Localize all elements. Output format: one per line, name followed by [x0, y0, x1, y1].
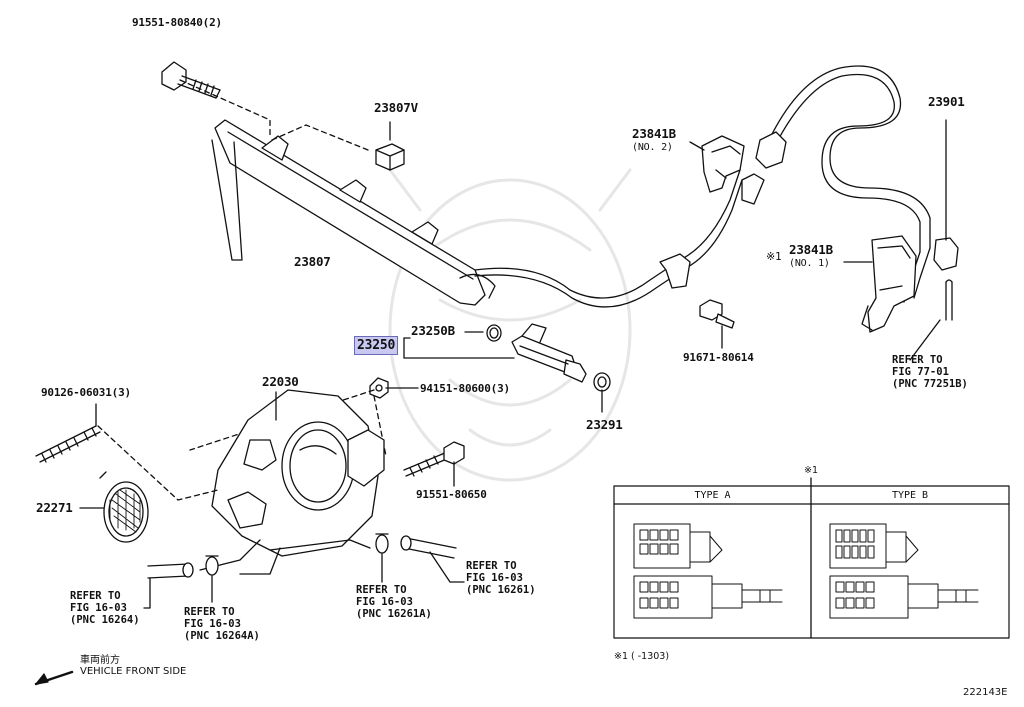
leader-23250: [403, 337, 515, 359]
part-label-22030[interactable]: 22030: [262, 374, 299, 389]
inset-note-mark: ※1: [804, 465, 819, 476]
stud-90126-06031[interactable]: [35, 425, 101, 463]
clamp-23841b-no2[interactable]: [701, 135, 745, 193]
refer-fig-16-03-16264[interactable]: REFER TO FIG 16-03 (PNC 16264): [70, 590, 140, 626]
watermark-emblem: [388, 168, 632, 482]
part-label-91671-80614[interactable]: 91671-80614: [683, 351, 754, 364]
refer-line: REFER TO: [356, 584, 407, 596]
inset-type-a-header: TYPE A: [694, 490, 731, 501]
diagram-code: 222143E: [963, 687, 1008, 698]
connector-type-inset: [613, 477, 1010, 639]
part-label-90126-06031[interactable]: 90126-06031(3): [41, 386, 131, 399]
refer-line: FIG 16-03: [184, 618, 241, 630]
refer-fig-16-03-16261a[interactable]: REFER TO FIG 16-03 (PNC 16261A): [356, 584, 432, 620]
clamp-16264a[interactable]: [205, 555, 219, 576]
refer-fig-16-03-16261[interactable]: REFER TO FIG 16-03 (PNC 16261): [466, 560, 536, 596]
connector-type-a-illustration: [633, 523, 783, 619]
refer-line: FIG 16-03: [466, 572, 523, 584]
part-label-23291[interactable]: 23291: [586, 417, 623, 432]
part-label-23841b-no2[interactable]: 23841B: [632, 126, 676, 141]
hose-16264[interactable]: [147, 562, 194, 579]
refer-line: (PNC 16261): [466, 584, 536, 596]
refer-line: REFER TO: [892, 354, 943, 366]
part-label-23807[interactable]: 23807: [294, 254, 331, 269]
part-sublabel-no1: (NO. 1): [789, 258, 830, 269]
note-mark-1: ※1: [766, 250, 782, 263]
leader-91551-80840: [179, 79, 271, 139]
part-label-94151-80600[interactable]: 94151-80600(3): [420, 382, 510, 395]
part-label-91551-80650[interactable]: 91551-80650: [416, 488, 487, 501]
o-ring-23250b[interactable]: [486, 324, 502, 342]
leader-23841b-no2: [689, 141, 705, 151]
refer-line: FIG 77-01: [892, 366, 949, 378]
inset-type-b-header: TYPE B: [891, 490, 929, 501]
connector-type-b-illustration: [829, 523, 979, 619]
hose-16261[interactable]: [400, 535, 457, 559]
bolt-91671-80614[interactable]: [699, 299, 735, 329]
insulator-23291[interactable]: [593, 372, 611, 392]
throttle-body-22030[interactable]: [199, 389, 385, 575]
vehicle-front-en-label: VEHICLE FRONT SIDE: [80, 666, 187, 677]
fuel-pipe-23901[interactable]: [474, 65, 959, 321]
leader-23807v: [271, 124, 369, 151]
part-label-22271[interactable]: 22271: [36, 500, 73, 515]
refer-line: (PNC 77251B): [892, 378, 968, 390]
refer-line: (PNC 16264A): [184, 630, 260, 642]
gasket-22271[interactable]: [99, 471, 149, 543]
leader-ref-16264: [143, 577, 151, 609]
leader-ref-16261: [429, 551, 465, 583]
part-sublabel-no2: (NO. 2): [632, 142, 673, 153]
part-label-91551-80840[interactable]: 91551-80840(2): [132, 16, 222, 29]
bolt-91551-80840[interactable]: [161, 61, 221, 99]
clamp-23841b-no1[interactable]: [861, 235, 917, 333]
part-label-23901[interactable]: 23901: [928, 94, 965, 109]
leader-ref-77-01: [909, 319, 941, 361]
refer-line: (PNC 16261A): [356, 608, 432, 620]
part-label-23250-highlighted[interactable]: 23250: [354, 336, 399, 355]
fuel-injector-23250[interactable]: [511, 323, 587, 383]
part-label-23807v[interactable]: 23807V: [374, 100, 418, 115]
refer-line: REFER TO: [184, 606, 235, 618]
insulator-23807v[interactable]: [375, 143, 405, 171]
refer-line: FIG 16-03: [356, 596, 413, 608]
refer-fig-16-03-16264a[interactable]: REFER TO FIG 16-03 (PNC 16264A): [184, 606, 260, 642]
inset-footnote: ※1 ( -1303): [614, 651, 670, 662]
refer-line: FIG 16-03: [70, 602, 127, 614]
dash-94151-80600: [189, 389, 387, 457]
refer-line: (PNC 16264): [70, 614, 140, 626]
refer-line: REFER TO: [466, 560, 517, 572]
refer-fig-77-01[interactable]: REFER TO FIG 77-01 (PNC 77251B): [892, 354, 968, 390]
clamp-16261a[interactable]: [375, 533, 389, 554]
dash-90126-06031: [97, 425, 219, 501]
part-label-23841b-no1[interactable]: 23841B: [789, 242, 833, 257]
vehicle-front-jp-label: 車両前方: [80, 655, 120, 666]
fuel-delivery-pipe-23807[interactable]: [211, 119, 496, 306]
vehicle-front-arrow-icon: [34, 670, 74, 686]
part-label-23250b[interactable]: 23250B: [411, 323, 455, 338]
bolt-91551-80650[interactable]: [403, 441, 465, 477]
refer-line: REFER TO: [70, 590, 121, 602]
nut-94151-80600[interactable]: [369, 377, 389, 399]
